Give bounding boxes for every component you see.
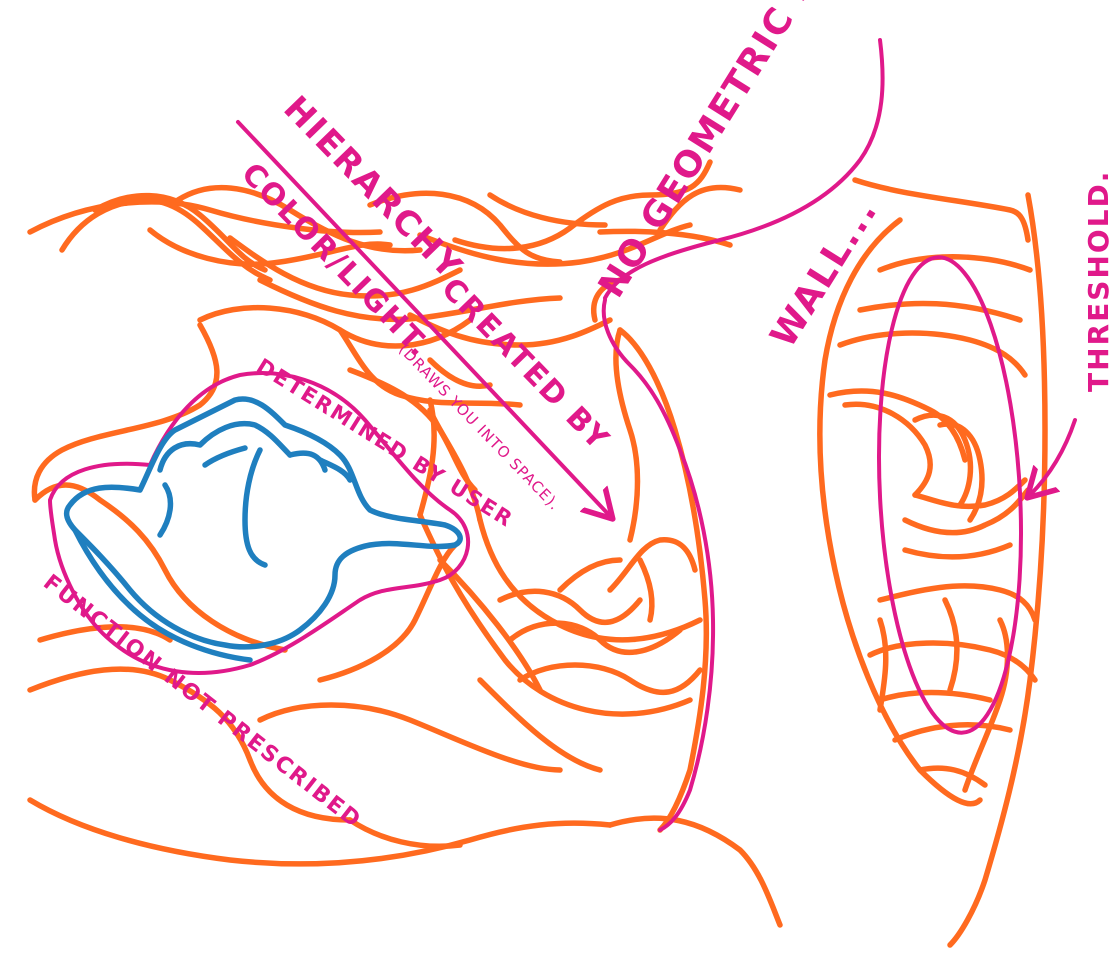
annotation-determined-by-user: DETERMINED BY USER [252, 354, 517, 532]
annotation-wall: WALL... [763, 192, 886, 355]
annotation-threshold: THRESHOLD. [1082, 170, 1112, 392]
organic-wall-lines [30, 162, 1045, 945]
annotation-function-not-prescribed: FUNCTION NOT PRESCRIBED [38, 570, 366, 834]
